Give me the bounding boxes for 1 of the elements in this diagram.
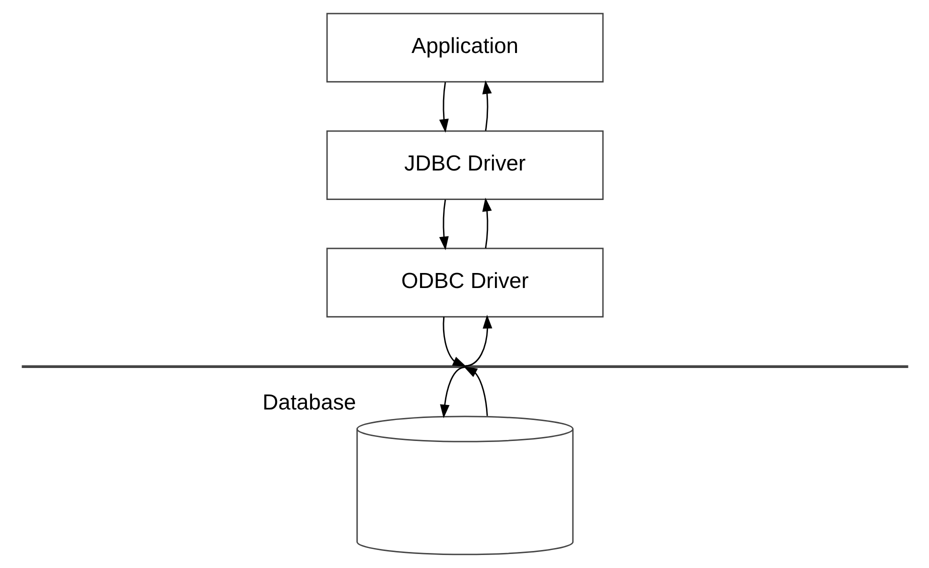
- node-label: Database: [262, 389, 356, 414]
